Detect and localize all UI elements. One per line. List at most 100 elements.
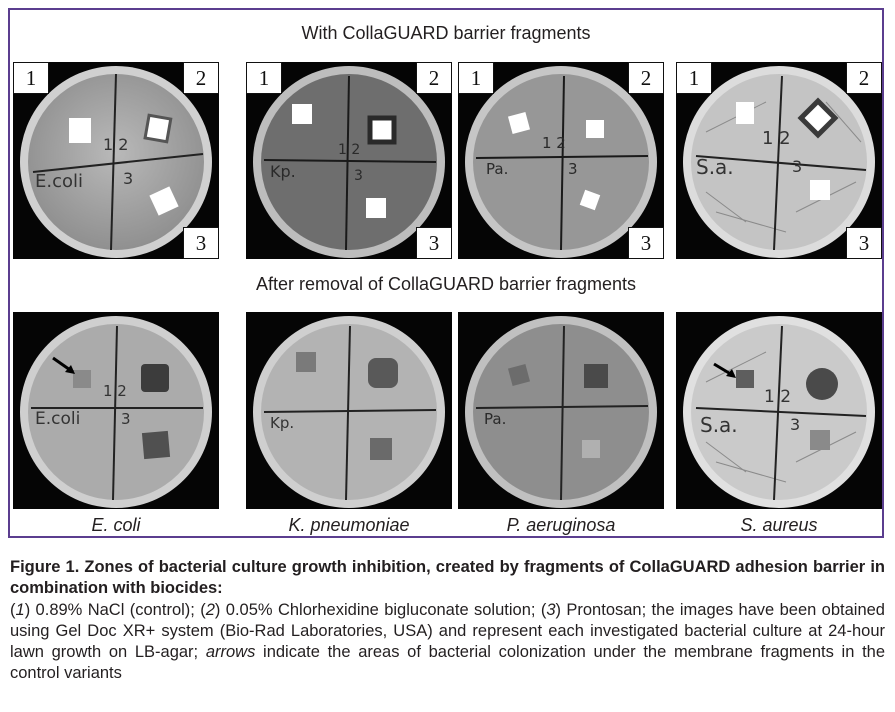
fragment-3 [366, 198, 386, 218]
fragment-1 [292, 104, 312, 124]
plate-zone-writing: 1 2 [103, 382, 127, 400]
zone-label-3: 3 [628, 227, 664, 259]
divider-line [110, 73, 117, 251]
caption-item-number: 2 [205, 601, 215, 619]
plate-image: Kp. [253, 316, 445, 508]
colonized-zone-1 [736, 370, 754, 388]
zone-label-1: 1 [458, 62, 494, 94]
zone-label-3: 3 [416, 227, 452, 259]
inhibition-zone-3 [582, 440, 600, 458]
fragment-1 [69, 118, 91, 143]
fragment-2 [367, 115, 397, 145]
caption-text: indicate the areas of bacterial coloniza… [10, 643, 886, 682]
divider-line [560, 325, 565, 501]
inhibition-zone-3 [810, 430, 830, 450]
figure-frame: With CollaGUARD barrier fragments E.coli… [8, 8, 884, 538]
fragment-1 [507, 111, 531, 135]
plate-zone-writing: 1 2 [103, 135, 128, 154]
plate-kpneumoniae-with-fragments: Kp. 1 2 3 1 2 3 [246, 62, 452, 259]
colonized-zone-1 [507, 363, 531, 387]
fragment-2 [797, 97, 839, 139]
fragment-3 [579, 189, 601, 211]
caption-item-number: 3 [546, 601, 556, 619]
zone-label-2: 2 [183, 62, 219, 94]
caption-title: Figure 1. Zones of bacterial culture gro… [10, 558, 885, 597]
plate-image: S.a. 1 2 3 [683, 66, 875, 258]
arrow-head-icon [65, 365, 75, 374]
plate-image: S.a. 1 2 3 [683, 316, 875, 508]
zone-label-2: 2 [628, 62, 664, 94]
divider-line [695, 155, 867, 171]
inhibition-zone-2 [584, 364, 608, 388]
inhibition-zone-2 [368, 358, 398, 388]
plate-code-writing: E.coli [35, 409, 80, 429]
plate-code-writing: Pa. [484, 410, 506, 428]
inhibition-zone-3 [370, 438, 392, 460]
inhibition-zone-2 [806, 368, 838, 400]
heading-with-barrier: With CollaGUARD barrier fragments [301, 23, 591, 43]
heading-after-removal: After removal of CollaGUARD barrier frag… [255, 274, 637, 294]
plate-image: Pa. 1 2 3 [465, 66, 657, 258]
caption-text: ( [10, 601, 16, 619]
plate-zone-writing: 3 [123, 169, 133, 188]
species-label: S. aureus [740, 515, 818, 535]
plate-saureus-after-removal: S.a. 1 2 3 [676, 312, 882, 509]
arrow-head-icon [726, 369, 736, 378]
divider-line [263, 409, 437, 413]
plate-code-writing: E.coli [35, 171, 83, 192]
plate-ecoli-after-removal: E.coli 1 2 3 [13, 312, 219, 509]
species-label: P. aeruginosa [506, 515, 616, 535]
divider-line [112, 325, 118, 501]
caption-item-number: 1 [15, 601, 25, 619]
colonized-zone-1 [73, 370, 91, 388]
figure-caption: Figure 1. Zones of bacterial culture gro… [10, 557, 885, 684]
plate-image: E.coli 1 2 3 [20, 316, 212, 508]
plate-zone-writing: 3 [354, 168, 363, 184]
divider-line [773, 75, 783, 251]
caption-text: ) Prontosan; the images have been obtain… [10, 601, 885, 661]
plate-code-writing: Pa. [486, 160, 508, 178]
fragment-3 [810, 180, 830, 200]
zone-label-1: 1 [13, 62, 49, 94]
zone-label-2: 2 [846, 62, 882, 94]
caption-text: ) 0.05% Chlorhexidine bigluconate soluti… [214, 601, 547, 619]
divider-line [263, 159, 437, 163]
zone-label-3: 3 [183, 227, 219, 259]
plate-code-writing: Kp. [270, 414, 294, 432]
plate-ecoli-with-fragments: E.coli 1 2 3 1 2 3 [13, 62, 219, 259]
plate-saureus-with-fragments: S.a. 1 2 3 1 2 3 [676, 62, 882, 259]
species-label: E. coli [91, 515, 141, 535]
zone-label-3: 3 [846, 227, 882, 259]
fragment-2 [586, 120, 604, 138]
inhibition-zone-2 [141, 364, 169, 392]
zone-label-1: 1 [676, 62, 712, 94]
plate-paeruginosa-after-removal: Pa. [458, 312, 664, 509]
plate-zone-writing: 1 2 [542, 134, 566, 152]
caption-text: ) 0.89% NaCl (control); ( [24, 601, 206, 619]
plate-zone-writing: 1 2 [764, 387, 791, 407]
fragment-1 [736, 102, 754, 124]
plate-kpneumoniae-after-removal: Kp. [246, 312, 452, 509]
caption-body: (1) 0.89% NaCl (control); (2) 0.05% Chlo… [10, 600, 885, 684]
caption-emphasis: arrows [205, 643, 256, 661]
fragment-3 [149, 186, 179, 216]
plate-image: Pa. [465, 316, 657, 508]
inhibition-zone-3 [141, 430, 171, 460]
divider-line [560, 75, 565, 251]
divider-line [345, 75, 350, 251]
plate-zone-writing: 3 [792, 157, 802, 176]
plate-code-writing: S.a. [696, 155, 734, 179]
divider-line [695, 407, 867, 417]
plate-zone-writing: 1 2 [338, 142, 360, 158]
zone-label-2: 2 [416, 62, 452, 94]
plate-zone-writing: 1 2 [762, 128, 791, 149]
plate-zone-writing: 3 [121, 410, 131, 428]
divider-line [32, 153, 204, 173]
plate-code-writing: S.a. [700, 413, 738, 437]
plate-image: E.coli 1 2 3 [20, 66, 212, 258]
fragment-2 [143, 113, 173, 144]
divider-line [345, 325, 351, 501]
divider-line [773, 325, 783, 501]
plate-paeruginosa-with-fragments: Pa. 1 2 3 1 2 3 [458, 62, 664, 259]
plate-zone-writing: 3 [790, 415, 800, 434]
